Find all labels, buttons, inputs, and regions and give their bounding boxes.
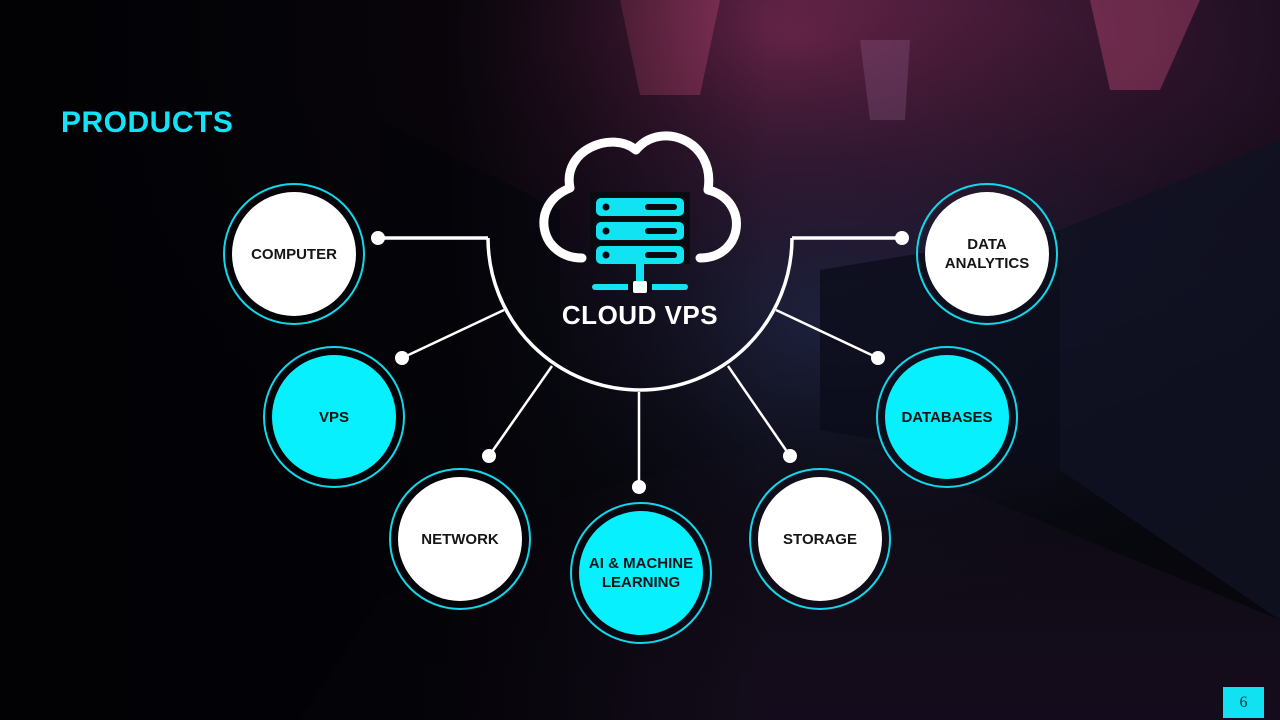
product-label: DATA ANALYTICS (925, 192, 1049, 316)
product-label: COMPUTER (232, 192, 356, 316)
connector-databases (775, 308, 879, 360)
connector-dot (895, 231, 909, 245)
product-node-network: NETWORK (389, 468, 531, 610)
connector-dot (632, 480, 646, 494)
product-node-ai-machine-learning: AI & MACHINE LEARNING (570, 502, 712, 644)
product-label: DATABASES (885, 355, 1009, 479)
product-label: STORAGE (758, 477, 882, 601)
center-arc (486, 237, 794, 392)
page-number: 6 (1223, 687, 1264, 718)
product-node-vps: VPS (263, 346, 405, 488)
connector-dot (371, 231, 385, 245)
product-node-storage: STORAGE (749, 468, 891, 610)
slide-title: PRODUCTS (61, 106, 234, 139)
connector-storage (726, 365, 792, 457)
connector-dot (395, 351, 409, 365)
connector-dot (482, 449, 496, 463)
product-node-databases: DATABASES (876, 346, 1018, 488)
product-node-data-analytics: DATA ANALYTICS (916, 183, 1058, 325)
product-label: AI & MACHINE LEARNING (579, 511, 703, 635)
connector-dot (783, 449, 797, 463)
center-label: CLOUD VPS (561, 300, 719, 330)
connector-network (487, 365, 554, 457)
product-label: VPS (272, 355, 396, 479)
connector-vps (401, 308, 505, 360)
cloud-server-icon (539, 131, 741, 293)
product-label: NETWORK (398, 477, 522, 601)
connector-dot (871, 351, 885, 365)
product-node-computer: COMPUTER (223, 183, 365, 325)
